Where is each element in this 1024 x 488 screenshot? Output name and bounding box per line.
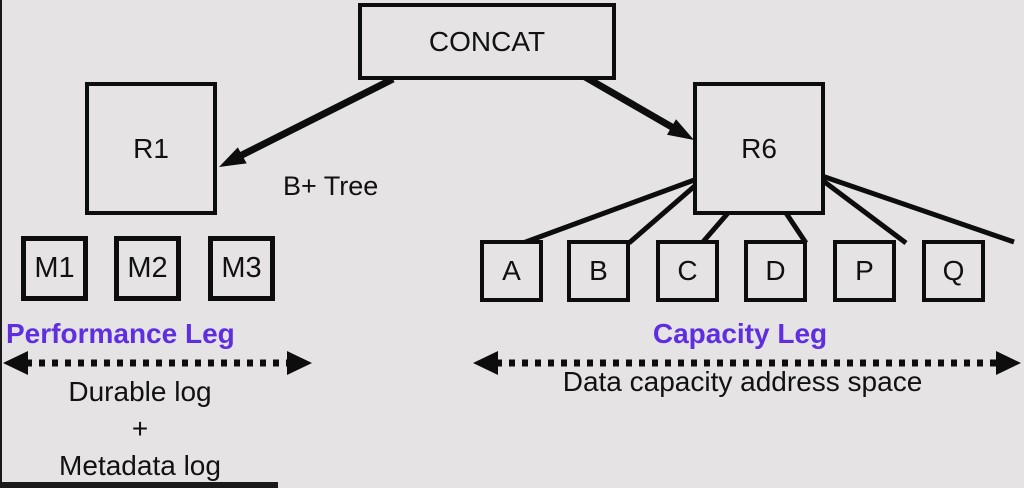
r6-node-label: R6 bbox=[741, 132, 777, 164]
left-border-line bbox=[0, 0, 2, 488]
capacity-node-q-label: Q bbox=[942, 255, 965, 286]
performance-arrowhead-right-icon bbox=[287, 351, 312, 375]
edge-r6-p bbox=[820, 178, 908, 245]
m2-node: M2 bbox=[114, 236, 181, 301]
edge-concat-r1 bbox=[236, 75, 395, 161]
capacity-node-p-label: P bbox=[855, 255, 874, 286]
capacity-leg-caption: Data capacity address space bbox=[460, 366, 1024, 398]
capacity-node-d-label: D bbox=[765, 255, 786, 286]
capacity-leg-caption-text: Data capacity address space bbox=[562, 366, 923, 397]
edge-r6-c bbox=[700, 211, 730, 245]
capacity-node-a: A bbox=[480, 240, 543, 302]
m3-node-label: M3 bbox=[221, 252, 262, 284]
btree-edge-label: B+ Tree bbox=[283, 171, 378, 202]
capacity-leg-title: Capacity Leg bbox=[460, 318, 1020, 350]
caption-metadata-log: Metadata log bbox=[59, 450, 221, 481]
r6-node: R6 bbox=[693, 82, 825, 215]
capacity-node-p: P bbox=[833, 240, 896, 302]
capacity-node-c-label: C bbox=[677, 255, 698, 286]
performance-leg-caption: Durable log + Metadata log bbox=[0, 373, 280, 484]
concat-node: CONCAT bbox=[358, 3, 616, 80]
r1-node-label: R1 bbox=[133, 132, 169, 164]
edge-r6-d bbox=[783, 211, 809, 245]
edge-r6-b bbox=[627, 182, 699, 245]
performance-leg-title: Performance Leg bbox=[6, 318, 235, 350]
capacity-node-b: B bbox=[567, 240, 630, 302]
caption-durable-log: Durable log bbox=[68, 376, 212, 407]
capacity-node-c: C bbox=[656, 240, 719, 302]
m3-node: M3 bbox=[208, 236, 275, 301]
performance-leg-title-text: Performance Leg bbox=[6, 318, 235, 349]
performance-arrowhead-left-icon bbox=[3, 351, 28, 375]
arrowhead-r1 bbox=[219, 147, 247, 167]
capacity-node-d: D bbox=[744, 240, 807, 302]
edge-r6-q bbox=[821, 173, 1015, 245]
edge-r6-a bbox=[522, 176, 698, 246]
caption-plus: + bbox=[131, 413, 149, 444]
arrowhead-r6 bbox=[667, 119, 694, 140]
m1-node-label: M1 bbox=[34, 252, 75, 284]
bottom-border-line bbox=[0, 482, 278, 488]
capacity-leg-title-text: Capacity Leg bbox=[652, 318, 828, 349]
capacity-node-q: Q bbox=[922, 240, 985, 302]
m2-node-label: M2 bbox=[127, 252, 168, 284]
m1-node: M1 bbox=[21, 236, 88, 301]
capacity-node-b-label: B bbox=[589, 255, 608, 286]
btree-edge-label-text: B+ Tree bbox=[283, 171, 379, 201]
capacity-node-a-label: A bbox=[502, 255, 521, 286]
r1-node: R1 bbox=[85, 82, 217, 215]
concat-node-label: CONCAT bbox=[428, 25, 546, 57]
